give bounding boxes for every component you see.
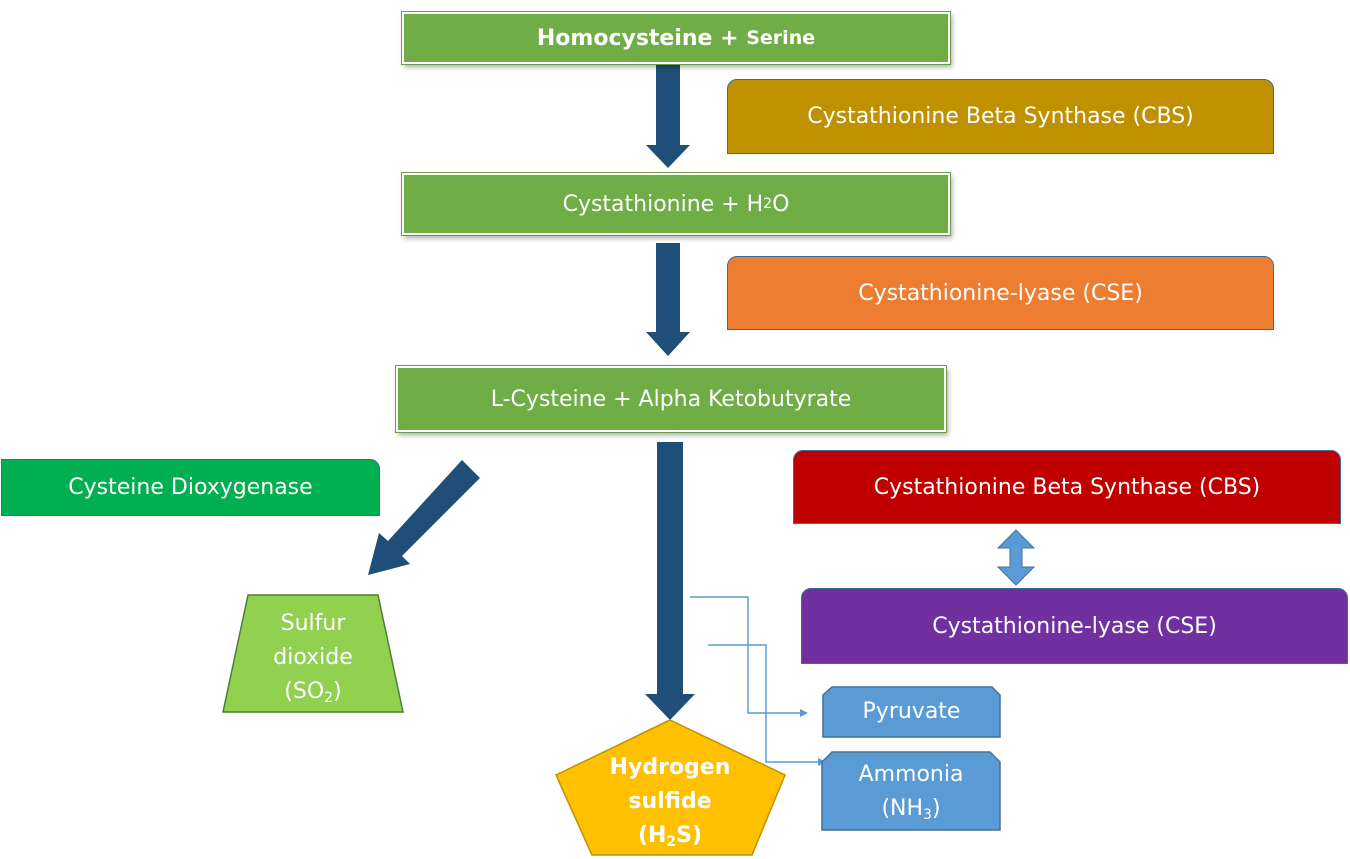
so2-prefix: (SO xyxy=(284,679,325,704)
cystathionine-label: Cystathionine + H xyxy=(562,191,764,217)
so2-suffix: ) xyxy=(333,679,342,704)
enzyme-cbs-top-label: Cystathionine Beta Synthase (CBS) xyxy=(807,104,1194,129)
nh3-prefix: (NH xyxy=(881,796,924,821)
hydrogen-sulfide-shape xyxy=(555,719,786,856)
enzyme-cbs-right-label: Cystathionine Beta Synthase (CBS) xyxy=(873,474,1261,500)
connector-to-pyruvate xyxy=(690,596,800,714)
sulfur-dioxide-line2: dioxide xyxy=(273,645,353,670)
h2s-subscript: 2 xyxy=(666,834,677,850)
nh3-subscript: 3 xyxy=(923,807,932,823)
sulfur-dioxide-text: Sulfur dioxide (SO2) xyxy=(223,607,403,715)
enzyme-cse-right-label: Cystathionine-lyase (CSE) xyxy=(932,613,1217,639)
enzyme-cse-top: Cystathionine-lyase (CSE) xyxy=(727,256,1274,330)
sulfur-dioxide-shape xyxy=(222,594,404,713)
cystathionine-label-end: O xyxy=(772,191,790,217)
ammonia-text: Ammonia (NH3) xyxy=(822,758,1000,832)
enzyme-cse-right: Cystathionine-lyase (CSE) xyxy=(801,588,1348,664)
ammonia-line2: (NH3) xyxy=(822,792,1000,832)
enzyme-cysteine-dioxygenase: Cysteine Dioxygenase xyxy=(1,459,380,516)
lcysteine-label: L-Cysteine + Alpha Ketobutyrate xyxy=(490,386,852,412)
sulfur-dioxide-line3: (SO2) xyxy=(223,675,403,715)
hydrogen-sulfide-line2: sulfide xyxy=(628,789,712,814)
node-lcysteine-alpha-ketobutyrate: L-Cysteine + Alpha Ketobutyrate xyxy=(396,366,946,432)
pyruvate-shape xyxy=(822,686,1001,738)
serine-label: Serine xyxy=(746,27,816,49)
sulfur-dioxide-line1: Sulfur xyxy=(280,611,346,636)
double-arrow-cbs-cse xyxy=(996,529,1036,586)
connector-to-pyruvate-head xyxy=(800,709,808,717)
hydrogen-sulfide-text: Hydrogen sulfide (H2S) xyxy=(570,751,770,859)
h2s-suffix: S) xyxy=(676,823,703,848)
pyruvate-text: Pyruvate xyxy=(823,695,1000,729)
nh3-suffix: ) xyxy=(931,796,941,821)
ammonia-line1: Ammonia xyxy=(858,762,964,787)
enzyme-cysteine-dioxygenase-label: Cysteine Dioxygenase xyxy=(68,475,313,500)
hydrogen-sulfide-line3: (H2S) xyxy=(570,819,770,859)
arrow-cystathionine-to-lcysteine xyxy=(646,243,690,356)
connector-to-ammonia xyxy=(708,644,818,763)
h2s-prefix: (H xyxy=(637,823,667,848)
ammonia-shape xyxy=(821,751,1001,831)
homocysteine-label: Homocysteine + xyxy=(536,25,747,51)
enzyme-cse-top-label: Cystathionine-lyase (CSE) xyxy=(858,280,1143,306)
node-homocysteine-serine: Homocysteine + Serine xyxy=(402,12,950,64)
arrow-lcysteine-to-h2s xyxy=(645,442,695,720)
so2-subscript: 2 xyxy=(324,690,334,706)
enzyme-cbs-top: Cystathionine Beta Synthase (CBS) xyxy=(727,79,1274,154)
pyruvate-label: Pyruvate xyxy=(862,699,961,724)
arrow-homocysteine-to-cystathionine xyxy=(646,62,690,168)
enzyme-cbs-right: Cystathionine Beta Synthase (CBS) xyxy=(793,450,1341,524)
cystathionine-subscript: 2 xyxy=(763,196,773,212)
arrow-lcysteine-to-so2 xyxy=(368,460,480,575)
hydrogen-sulfide-line1: Hydrogen xyxy=(609,755,731,780)
